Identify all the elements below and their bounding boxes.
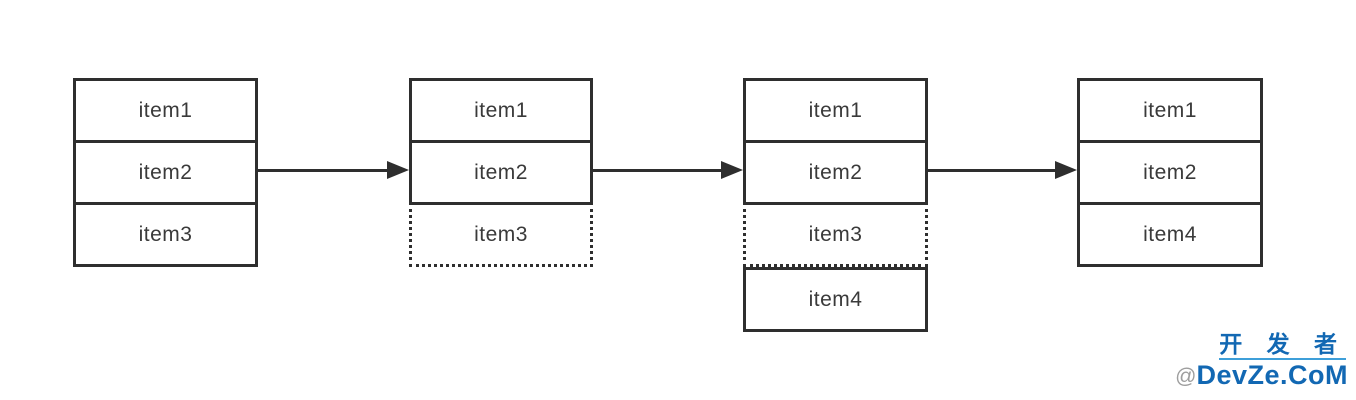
list-item: item3 <box>73 202 258 267</box>
list-item: item1 <box>743 78 928 143</box>
list-item: item2 <box>743 140 928 205</box>
list-item: item1 <box>409 78 593 143</box>
list-item: item3 <box>409 202 593 267</box>
arrow-head <box>387 161 409 179</box>
watermark: 开 发 者 @DevZe.CoM <box>1175 331 1348 390</box>
arrow-right-icon <box>593 161 743 180</box>
list-item: item1 <box>73 78 258 143</box>
stack-state-4: item1 item2 item4 <box>1077 78 1263 267</box>
list-item: item4 <box>743 267 928 332</box>
stack-state-3: item1 item2 item3 item4 <box>743 78 928 332</box>
watermark-site-text: DevZe.CoM <box>1196 359 1348 390</box>
list-item-label: item3 <box>138 222 193 246</box>
arrow-shaft <box>258 169 391 172</box>
list-item-label: item4 <box>808 287 863 311</box>
list-item: item4 <box>1077 202 1263 267</box>
list-item-label: item2 <box>808 160 863 184</box>
list-item: item1 <box>1077 78 1263 143</box>
watermark-cjk-text: 开 发 者 <box>1219 331 1346 360</box>
stack-state-1: item1 item2 item3 <box>73 78 258 267</box>
list-item-label: item3 <box>474 222 528 246</box>
list-item-label: item2 <box>474 160 528 184</box>
arrow-shaft <box>928 169 1059 172</box>
list-item-label: item1 <box>1143 98 1197 122</box>
list-item: item2 <box>409 140 593 205</box>
list-item-label: item2 <box>138 160 193 184</box>
arrow-head <box>721 161 743 179</box>
list-item-label: item3 <box>808 222 863 246</box>
list-item-label: item1 <box>138 98 193 122</box>
list-item: item2 <box>73 140 258 205</box>
list-item-label: item4 <box>1143 222 1197 246</box>
list-item: item3 <box>743 202 928 267</box>
arrow-right-icon <box>258 161 409 180</box>
list-item-label: item1 <box>808 98 863 122</box>
arrow-right-icon <box>928 161 1077 180</box>
list-item: item2 <box>1077 140 1263 205</box>
watermark-at-sign: @ <box>1175 364 1197 388</box>
stack-state-2: item1 item2 item3 <box>409 78 593 267</box>
arrow-head <box>1055 161 1077 179</box>
arrow-shaft <box>593 169 725 172</box>
list-item-label: item1 <box>474 98 528 122</box>
list-item-label: item2 <box>1143 160 1197 184</box>
